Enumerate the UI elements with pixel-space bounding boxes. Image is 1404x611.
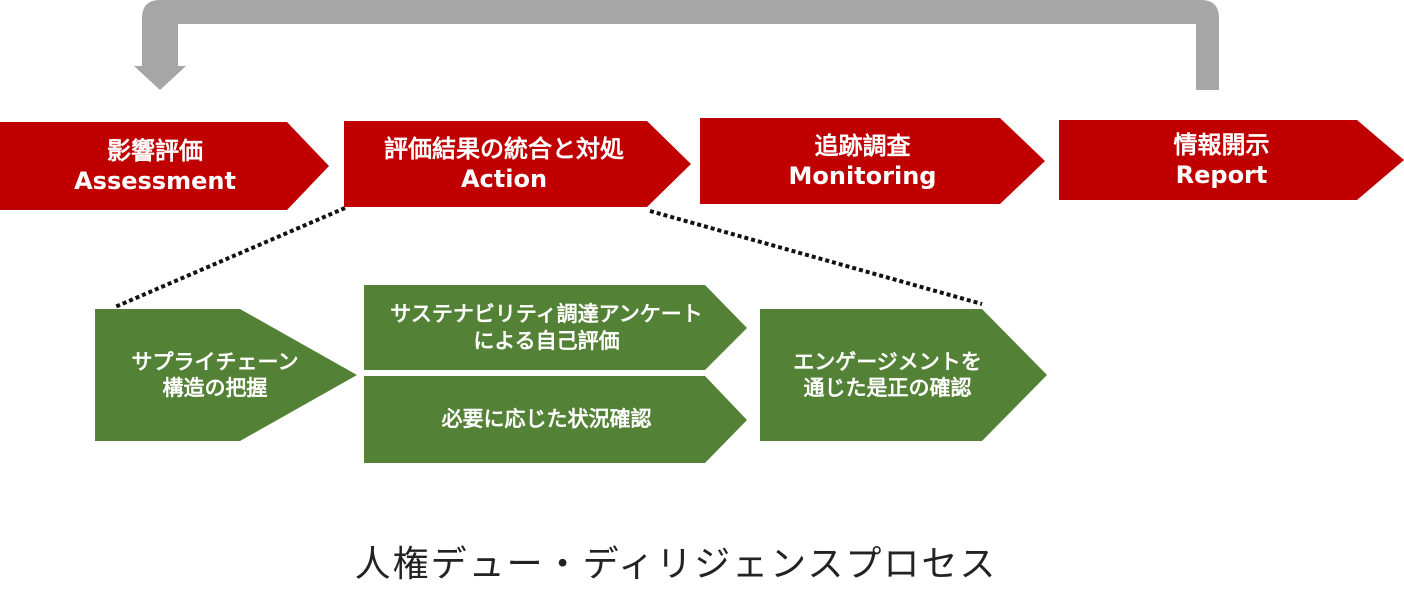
step-engagement-line1: エンゲージメントを	[793, 349, 982, 374]
stage-action-shape	[344, 121, 691, 207]
dotted-connector-left	[114, 206, 346, 309]
stage-monitoring: 追跡調査 Monitoring	[700, 118, 1025, 204]
step-engagement: エンゲージメントを 通じた是正の確認	[760, 309, 1015, 441]
step-supply-chain-line2: 構造の把握	[162, 376, 268, 400]
step-supply-chain: サプライチェーン 構造の把握	[95, 309, 335, 441]
step-supply-chain-line1: サプライチェーン	[131, 349, 299, 374]
step-supply-chain-shape	[95, 309, 357, 441]
stage-assessment-en: Assessment	[74, 167, 236, 195]
stage-report: 情報開示 Report	[1059, 120, 1384, 200]
step-survey: サステナビリティ調達アンケート による自己評価	[364, 285, 729, 370]
step-survey-line2: による自己評価	[473, 328, 620, 353]
stage-action: 評価結果の統合と対処 Action	[344, 121, 664, 207]
step-survey-shape	[364, 285, 747, 370]
stage-action-en: Action	[460, 165, 548, 193]
step-status-check-shape	[364, 376, 747, 463]
stage-report-ja: 情報開示	[1173, 131, 1270, 159]
return-arrow-icon	[134, 0, 1219, 90]
step-engagement-line2: 通じた是正の確認	[803, 376, 972, 400]
stage-assessment: 影響評価 Assessment	[0, 122, 310, 210]
stage-assessment-shape	[0, 122, 329, 210]
stage-report-en: Report	[1175, 161, 1268, 189]
stage-monitoring-ja: 追跡調査	[814, 132, 911, 160]
stage-assessment-ja: 影響評価	[107, 137, 203, 165]
step-status-check: 必要に応じた状況確認	[364, 376, 729, 463]
stage-action-ja: 評価結果の統合と対処	[384, 135, 624, 163]
stage-monitoring-en: Monitoring	[788, 162, 937, 190]
step-status-check-line1: 必要に応じた状況確認	[441, 407, 652, 432]
step-engagement-shape	[760, 309, 1047, 441]
stage-monitoring-shape	[700, 118, 1045, 204]
stage-report-shape	[1059, 120, 1404, 200]
step-survey-line1: サステナビリティ調達アンケート	[390, 302, 703, 327]
diagram-caption: 人権デュー・ディリジェンスプロセス	[354, 544, 998, 585]
dotted-connector-right	[649, 209, 983, 306]
